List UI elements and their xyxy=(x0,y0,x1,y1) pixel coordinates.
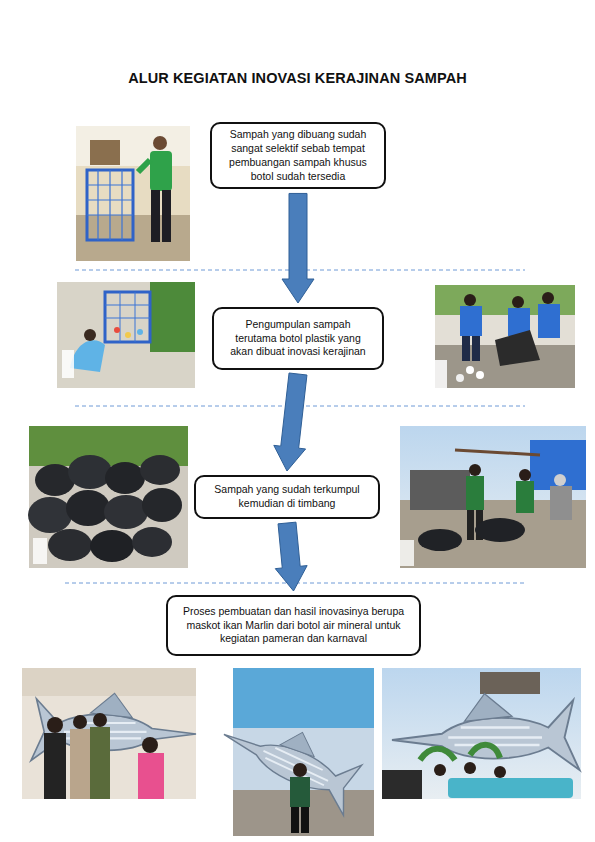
box-text: Sampah yang dibuang sudah sangat selekti… xyxy=(222,128,374,183)
process-box: Pengumpulan sampah terutama botol plasti… xyxy=(212,307,384,370)
photo-marlin-display xyxy=(214,668,374,836)
photo-sorting xyxy=(435,285,575,388)
block-arrow xyxy=(275,522,307,591)
photo-collecting xyxy=(57,282,195,388)
box-text: Sampah yang sudah terkumpul kemudian di … xyxy=(206,483,368,511)
process-box: Sampah yang dibuang sudah sangat selekti… xyxy=(210,122,386,189)
photo-marlin-carnival xyxy=(382,668,581,799)
photo-weighing xyxy=(400,426,586,568)
photo-garbage-bags xyxy=(28,426,188,568)
diagram-title: ALUR KEGIATAN INOVASI KERAJINAN SAMPAH xyxy=(0,70,595,86)
process-box: Proses pembuatan dan hasil inovasinya be… xyxy=(166,595,421,656)
photo-bottle-bin xyxy=(76,126,190,261)
photo-marlin-indoor xyxy=(22,668,196,799)
process-box: Sampah yang sudah terkumpul kemudian di … xyxy=(194,475,380,519)
block-arrow xyxy=(282,193,314,303)
block-arrow xyxy=(274,373,307,471)
box-text: Proses pembuatan dan hasil inovasinya be… xyxy=(178,605,409,647)
box-text: Pengumpulan sampah terutama botol plasti… xyxy=(224,318,372,360)
